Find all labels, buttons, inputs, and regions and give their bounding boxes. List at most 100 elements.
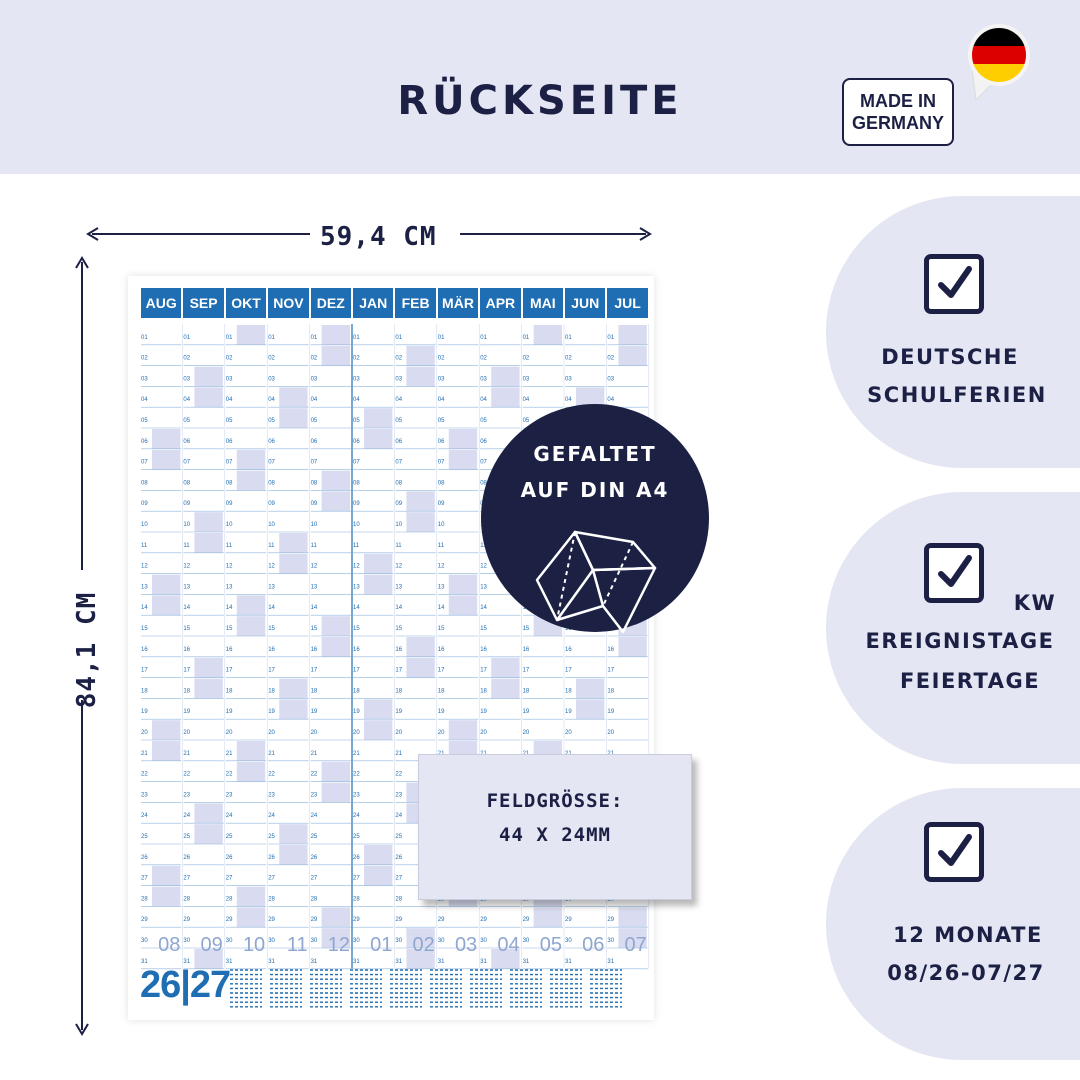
svg-text:30: 30 xyxy=(438,938,445,944)
svg-text:01: 01 xyxy=(438,335,445,341)
field-size-box xyxy=(418,754,692,900)
svg-text:03: 03 xyxy=(480,376,487,382)
svg-text:27: 27 xyxy=(395,876,402,882)
svg-text:25: 25 xyxy=(353,834,360,840)
svg-text:25: 25 xyxy=(183,834,190,840)
svg-text:20: 20 xyxy=(226,730,233,736)
svg-text:02: 02 xyxy=(226,356,233,362)
svg-text:10: 10 xyxy=(438,522,445,528)
svg-text:28: 28 xyxy=(183,896,190,902)
svg-text:26: 26 xyxy=(226,855,233,861)
svg-text:02: 02 xyxy=(183,356,190,362)
svg-text:11: 11 xyxy=(268,543,275,549)
folded-line-1: GEFALTET xyxy=(533,442,657,466)
svg-text:12: 12 xyxy=(268,564,275,570)
svg-text:15: 15 xyxy=(141,626,148,632)
svg-text:18: 18 xyxy=(607,688,614,694)
svg-text:03: 03 xyxy=(226,376,233,382)
svg-text:19: 19 xyxy=(480,709,487,715)
svg-text:13: 13 xyxy=(353,584,360,590)
svg-text:07: 07 xyxy=(141,460,148,466)
svg-text:30: 30 xyxy=(607,938,614,944)
svg-text:02: 02 xyxy=(438,356,445,362)
arrow-left-icon xyxy=(86,227,99,241)
svg-text:21: 21 xyxy=(311,751,318,757)
svg-text:15: 15 xyxy=(183,626,190,632)
svg-text:17: 17 xyxy=(523,668,530,674)
svg-text:19: 19 xyxy=(438,709,445,715)
svg-text:11: 11 xyxy=(183,543,190,549)
svg-text:04: 04 xyxy=(183,397,190,403)
month-header-9: MAI xyxy=(522,288,563,318)
svg-text:18: 18 xyxy=(226,688,233,694)
svg-text:05: 05 xyxy=(523,418,530,424)
svg-text:16: 16 xyxy=(523,647,530,653)
svg-text:25: 25 xyxy=(268,834,275,840)
svg-text:20: 20 xyxy=(523,730,530,736)
svg-text:14: 14 xyxy=(480,605,487,611)
svg-text:18: 18 xyxy=(438,688,445,694)
svg-text:29: 29 xyxy=(565,917,572,923)
svg-text:03: 03 xyxy=(395,376,402,382)
svg-text:18: 18 xyxy=(311,688,318,694)
svg-text:01: 01 xyxy=(565,335,572,341)
month-header-10: JUN xyxy=(565,288,606,318)
svg-text:06: 06 xyxy=(438,439,445,445)
svg-text:20: 20 xyxy=(565,730,572,736)
svg-text:17: 17 xyxy=(141,668,148,674)
svg-text:31: 31 xyxy=(311,959,318,965)
svg-text:20: 20 xyxy=(311,730,318,736)
svg-text:04: 04 xyxy=(353,397,360,403)
svg-text:31: 31 xyxy=(438,959,445,965)
svg-text:20: 20 xyxy=(438,730,445,736)
svg-text:14: 14 xyxy=(395,605,402,611)
svg-text:04: 04 xyxy=(480,397,487,403)
svg-text:01: 01 xyxy=(183,335,190,341)
svg-text:18: 18 xyxy=(395,688,402,694)
badge-line-1: MADE IN xyxy=(860,91,936,111)
arrow-down-icon xyxy=(75,1023,89,1036)
svg-text:23: 23 xyxy=(353,792,360,798)
svg-text:31: 31 xyxy=(226,959,233,965)
svg-text:24: 24 xyxy=(226,813,233,819)
svg-text:01: 01 xyxy=(395,335,402,341)
checkbox-checked-icon xyxy=(924,543,984,603)
month-header-2: OKT xyxy=(225,288,267,318)
feature-2-line-1: EREIGNISTAGE xyxy=(865,629,1055,653)
svg-text:13: 13 xyxy=(480,584,487,590)
month-number-5: 01 xyxy=(370,934,393,956)
svg-text:23: 23 xyxy=(183,792,190,798)
svg-text:02: 02 xyxy=(607,356,614,362)
svg-text:07: 07 xyxy=(183,460,190,466)
svg-text:21: 21 xyxy=(523,751,530,757)
svg-text:26: 26 xyxy=(183,855,190,861)
svg-text:05: 05 xyxy=(268,418,275,424)
page-title: RÜCKSEITE xyxy=(397,78,683,124)
svg-text:04: 04 xyxy=(395,397,402,403)
width-arrow-left-line xyxy=(92,233,310,235)
svg-text:26: 26 xyxy=(141,855,148,861)
svg-text:28: 28 xyxy=(311,896,318,902)
svg-text:04: 04 xyxy=(438,397,445,403)
svg-text:29: 29 xyxy=(438,917,445,923)
feature-1-line-2: SCHULFERIEN xyxy=(867,383,1047,407)
svg-text:30: 30 xyxy=(523,938,530,944)
svg-text:31: 31 xyxy=(395,959,402,965)
width-label: 59,4 CM xyxy=(320,222,437,252)
svg-text:04: 04 xyxy=(311,397,318,403)
svg-text:06: 06 xyxy=(395,439,402,445)
svg-text:20: 20 xyxy=(141,730,148,736)
svg-text:19: 19 xyxy=(311,709,318,715)
svg-text:26: 26 xyxy=(353,855,360,861)
month-header-0: AUG xyxy=(141,288,182,318)
svg-text:02: 02 xyxy=(523,356,530,362)
svg-text:02: 02 xyxy=(480,356,487,362)
svg-text:29: 29 xyxy=(183,917,190,923)
feature-card-2 xyxy=(826,492,1080,764)
svg-text:13: 13 xyxy=(438,584,445,590)
svg-text:30: 30 xyxy=(395,938,402,944)
svg-text:18: 18 xyxy=(268,688,275,694)
month-header-1: SEP xyxy=(183,288,224,318)
svg-text:06: 06 xyxy=(268,439,275,445)
svg-text:07: 07 xyxy=(480,460,487,466)
